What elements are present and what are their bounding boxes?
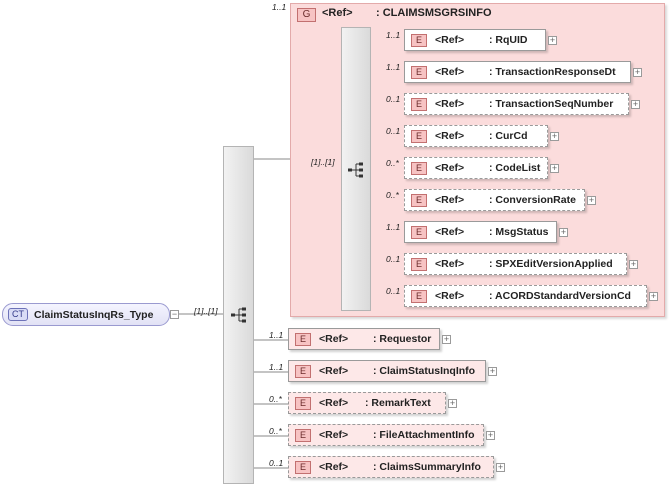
element-claimstatusinqinfo[interactable]: E <Ref> : ClaimStatusInqInfo	[288, 360, 486, 382]
complex-type-badge: CT	[8, 308, 28, 321]
element-multiplicity: 0..*	[269, 426, 282, 436]
expand-icon[interactable]: +	[550, 131, 559, 141]
element-transactionresponsedt[interactable]: E <Ref> : TransactionResponseDt	[404, 61, 631, 83]
element-multiplicity: 0..1	[386, 286, 401, 296]
element-ref-label: <Ref>	[319, 333, 349, 345]
root-sequence-multiplicity: [1]..[1]	[194, 306, 218, 316]
element-ref-label: <Ref>	[435, 130, 465, 142]
sequence-icon	[231, 307, 246, 323]
expand-icon[interactable]: +	[486, 430, 495, 440]
element-multiplicity: 1..1	[386, 222, 401, 232]
element-name: : RqUID	[489, 34, 528, 46]
element-multiplicity: 0..*	[269, 394, 282, 404]
element-ref-label: <Ref>	[319, 397, 349, 409]
element-badge: E	[295, 397, 311, 410]
element-badge: E	[411, 98, 427, 111]
element-multiplicity: 1..1	[269, 362, 284, 372]
expand-icon[interactable]: +	[488, 366, 497, 376]
element-name: : SPXEditVersionApplied	[489, 258, 613, 270]
element-name: : FileAttachmentInfo	[373, 429, 475, 441]
complex-type-name: ClaimStatusInqRs_Type	[34, 309, 154, 321]
element-acordstandardversioncd[interactable]: E <Ref> : ACORDStandardVersionCd	[404, 285, 647, 307]
element-badge: E	[411, 162, 427, 175]
element-ref-label: <Ref>	[319, 365, 349, 377]
group-sequence-compositor[interactable]	[341, 27, 371, 311]
element-multiplicity: 0..*	[386, 190, 399, 200]
element-ref-label: <Ref>	[319, 461, 349, 473]
expand-icon[interactable]: +	[559, 227, 568, 237]
element-multiplicity: 0..1	[386, 254, 401, 264]
element-multiplicity: 0..1	[386, 94, 401, 104]
element-ref-label: <Ref>	[435, 66, 465, 78]
expand-icon[interactable]: +	[629, 259, 638, 269]
element-ref-label: <Ref>	[435, 34, 465, 46]
element-badge: E	[295, 333, 311, 346]
element-badge: E	[411, 258, 427, 271]
element-conversionrate[interactable]: E <Ref> : ConversionRate	[404, 189, 585, 211]
expand-icon[interactable]: +	[550, 163, 559, 173]
element-multiplicity: 0..1	[269, 458, 284, 468]
element-badge: E	[295, 429, 311, 442]
element-fileattachmentinfo[interactable]: E <Ref> : FileAttachmentInfo	[288, 424, 484, 446]
element-badge: E	[411, 290, 427, 303]
expand-icon[interactable]: +	[631, 99, 640, 109]
element-name: : ClaimStatusInqInfo	[373, 365, 476, 377]
element-multiplicity: 0..*	[386, 158, 399, 168]
main-sequence-compositor[interactable]	[223, 146, 254, 484]
element-ref-label: <Ref>	[319, 429, 349, 441]
element-badge: E	[295, 365, 311, 378]
element-remarktext[interactable]: E <Ref> : RemarkText	[288, 392, 446, 414]
element-name: : ConversionRate	[489, 194, 576, 206]
expand-icon[interactable]: +	[448, 398, 457, 408]
expand-icon[interactable]: +	[442, 334, 451, 344]
element-ref-label: <Ref>	[435, 290, 465, 302]
group-multiplicity: 1..1	[272, 2, 287, 12]
element-transactionseqnumber[interactable]: E <Ref> : TransactionSeqNumber	[404, 93, 629, 115]
element-name: : TransactionSeqNumber	[489, 98, 614, 110]
expand-icon[interactable]: +	[649, 291, 658, 301]
element-rquid[interactable]: E <Ref> : RqUID	[404, 29, 546, 51]
element-requestor[interactable]: E <Ref> : Requestor	[288, 328, 440, 350]
element-ref-label: <Ref>	[435, 226, 465, 238]
expand-icon[interactable]: +	[548, 35, 557, 45]
expand-icon[interactable]: +	[587, 195, 596, 205]
element-badge: E	[411, 194, 427, 207]
element-codelist[interactable]: E <Ref> : CodeList	[404, 157, 548, 179]
element-badge: E	[295, 461, 311, 474]
complex-type-root[interactable]: CT ClaimStatusInqRs_Type	[2, 303, 170, 326]
element-badge: E	[411, 226, 427, 239]
element-badge: E	[411, 130, 427, 143]
sequence-icon	[348, 162, 363, 178]
element-name: : MsgStatus	[489, 226, 549, 238]
element-ref-label: <Ref>	[435, 194, 465, 206]
element-ref-label: <Ref>	[435, 98, 465, 110]
group-sequence-multiplicity: [1]..[1]	[311, 157, 335, 167]
element-name: : Requestor	[373, 333, 432, 345]
element-claimssummaryinfo[interactable]: E <Ref> : ClaimsSummaryInfo	[288, 456, 494, 478]
element-name: : ClaimsSummaryInfo	[373, 461, 481, 473]
expand-icon[interactable]: +	[633, 67, 642, 77]
element-badge: E	[411, 34, 427, 47]
group-name: : CLAIMSMSGRSINFO	[376, 7, 492, 19]
group-ref-label: <Ref>	[322, 7, 353, 19]
element-msgstatus[interactable]: E <Ref> : MsgStatus	[404, 221, 557, 243]
element-multiplicity: 1..1	[269, 330, 284, 340]
element-badge: E	[411, 66, 427, 79]
element-name: : CurCd	[489, 130, 528, 142]
element-name: : ACORDStandardVersionCd	[489, 290, 631, 302]
element-curcd[interactable]: E <Ref> : CurCd	[404, 125, 548, 147]
element-multiplicity: 0..1	[386, 126, 401, 136]
element-multiplicity: 1..1	[386, 30, 401, 40]
element-ref-label: <Ref>	[435, 162, 465, 174]
group-badge: G	[297, 8, 316, 22]
collapse-icon[interactable]: −	[170, 309, 179, 319]
expand-icon[interactable]: +	[496, 462, 505, 472]
element-name: : TransactionResponseDt	[489, 66, 616, 78]
element-spxeditversionapplied[interactable]: E <Ref> : SPXEditVersionApplied	[404, 253, 627, 275]
element-multiplicity: 1..1	[386, 62, 401, 72]
element-name: : RemarkText	[365, 397, 431, 409]
element-ref-label: <Ref>	[435, 258, 465, 270]
element-name: : CodeList	[489, 162, 541, 174]
